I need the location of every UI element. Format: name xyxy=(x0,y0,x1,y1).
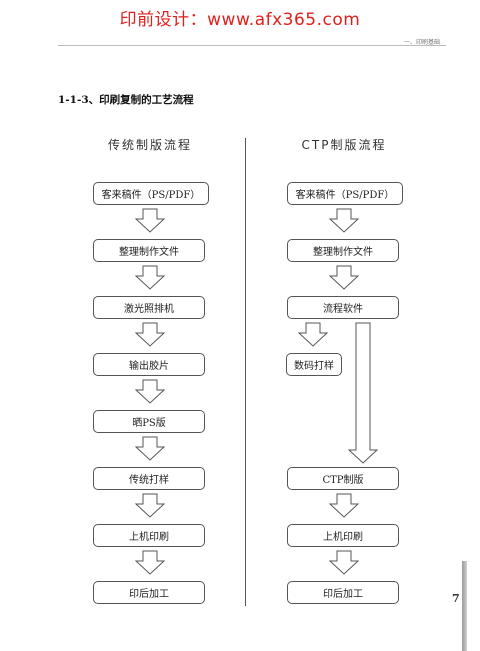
left-column-title: 传统制版流程 xyxy=(107,138,192,152)
page-number: 7 xyxy=(452,592,460,605)
top-banner: 印前设计：www.afx365.com xyxy=(119,10,361,30)
flow-step-left: 激光照排机 xyxy=(93,296,205,319)
down-arrow-icon xyxy=(135,436,165,461)
down-arrow-icon xyxy=(135,208,165,233)
column-divider xyxy=(245,138,246,606)
flow-step-right: 上机印刷 xyxy=(287,524,399,547)
flow-step-right: CTP制版 xyxy=(287,467,399,490)
right-column-title: CTP制版流程 xyxy=(301,138,387,152)
down-arrow-icon xyxy=(135,265,165,290)
flow-step-left: 印后加工 xyxy=(93,581,205,604)
long-down-arrow-icon xyxy=(348,322,378,464)
flow-step-right: 数码打样 xyxy=(286,353,342,376)
section-title: 1-1-3、印刷复制的工艺流程 xyxy=(58,94,194,106)
flow-step-right: 客来稿件（PS/PDF） xyxy=(287,182,403,205)
flow-step-right: 整理制作文件 xyxy=(287,239,399,262)
flow-step-left: 输出胶片 xyxy=(93,353,205,376)
flow-step-left: 整理制作文件 xyxy=(93,239,205,262)
down-arrow-icon xyxy=(329,208,359,233)
flow-step-left: 晒PS版 xyxy=(93,410,205,433)
down-arrow-icon xyxy=(135,550,165,575)
down-arrow-icon xyxy=(298,322,328,347)
chapter-header: 一、印刷基础 xyxy=(403,39,440,46)
flow-step-right: 印后加工 xyxy=(287,581,399,604)
flow-step-left: 上机印刷 xyxy=(93,524,205,547)
down-arrow-icon xyxy=(135,379,165,404)
down-arrow-icon xyxy=(329,493,359,518)
header-rule xyxy=(58,45,446,46)
flow-step-right: 流程软件 xyxy=(287,296,399,319)
page-edge-tab xyxy=(462,561,467,651)
down-arrow-icon xyxy=(329,550,359,575)
down-arrow-icon xyxy=(329,265,359,290)
flow-step-left: 传统打样 xyxy=(93,467,205,490)
down-arrow-icon xyxy=(135,322,165,347)
flow-step-left: 客来稿件（PS/PDF） xyxy=(93,182,209,205)
down-arrow-icon xyxy=(135,493,165,518)
